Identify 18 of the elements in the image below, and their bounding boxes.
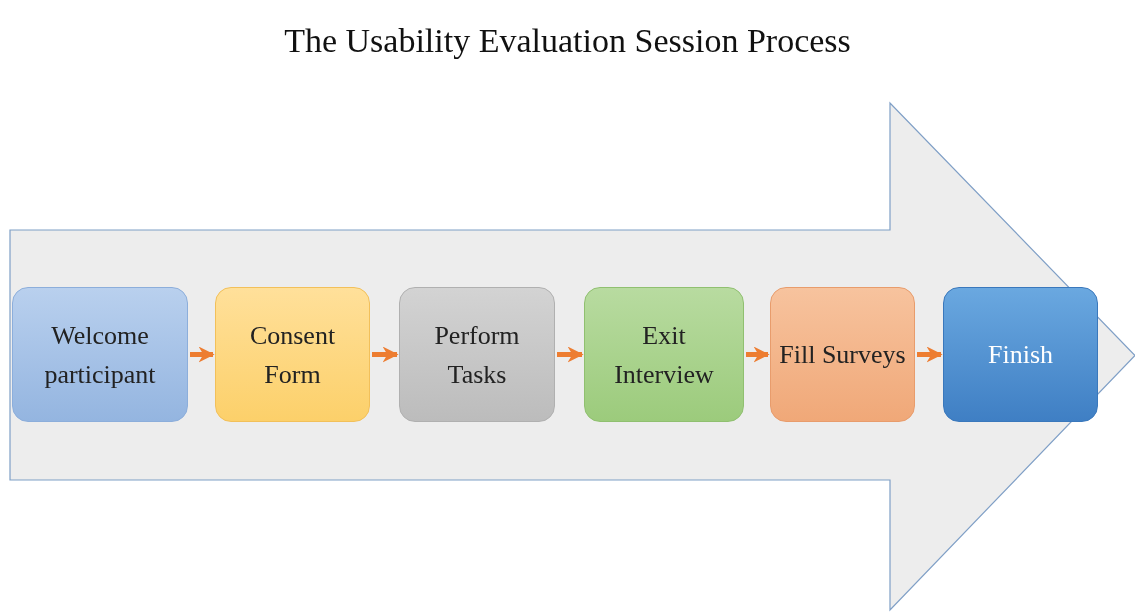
arrow (917, 346, 943, 363)
process-box (584, 287, 744, 422)
process-box (399, 287, 555, 422)
process-box (770, 287, 915, 422)
process-box (943, 287, 1098, 422)
process-box (215, 287, 370, 422)
arrow (190, 346, 215, 363)
box-label: Finish (988, 339, 1053, 371)
process-box (12, 287, 188, 422)
box-label: Perform Tasks (433, 319, 521, 391)
box-label: Welcome participant (43, 319, 157, 391)
box-label: Fill Surveys (779, 339, 906, 371)
arrow (746, 346, 770, 363)
diagram-title: The Usability Evaluation Session Process (283, 22, 852, 60)
arrow (557, 346, 584, 363)
box-label: Exit Interview (613, 319, 715, 391)
box-label: Consent Form (248, 319, 337, 391)
arrow (372, 346, 399, 363)
